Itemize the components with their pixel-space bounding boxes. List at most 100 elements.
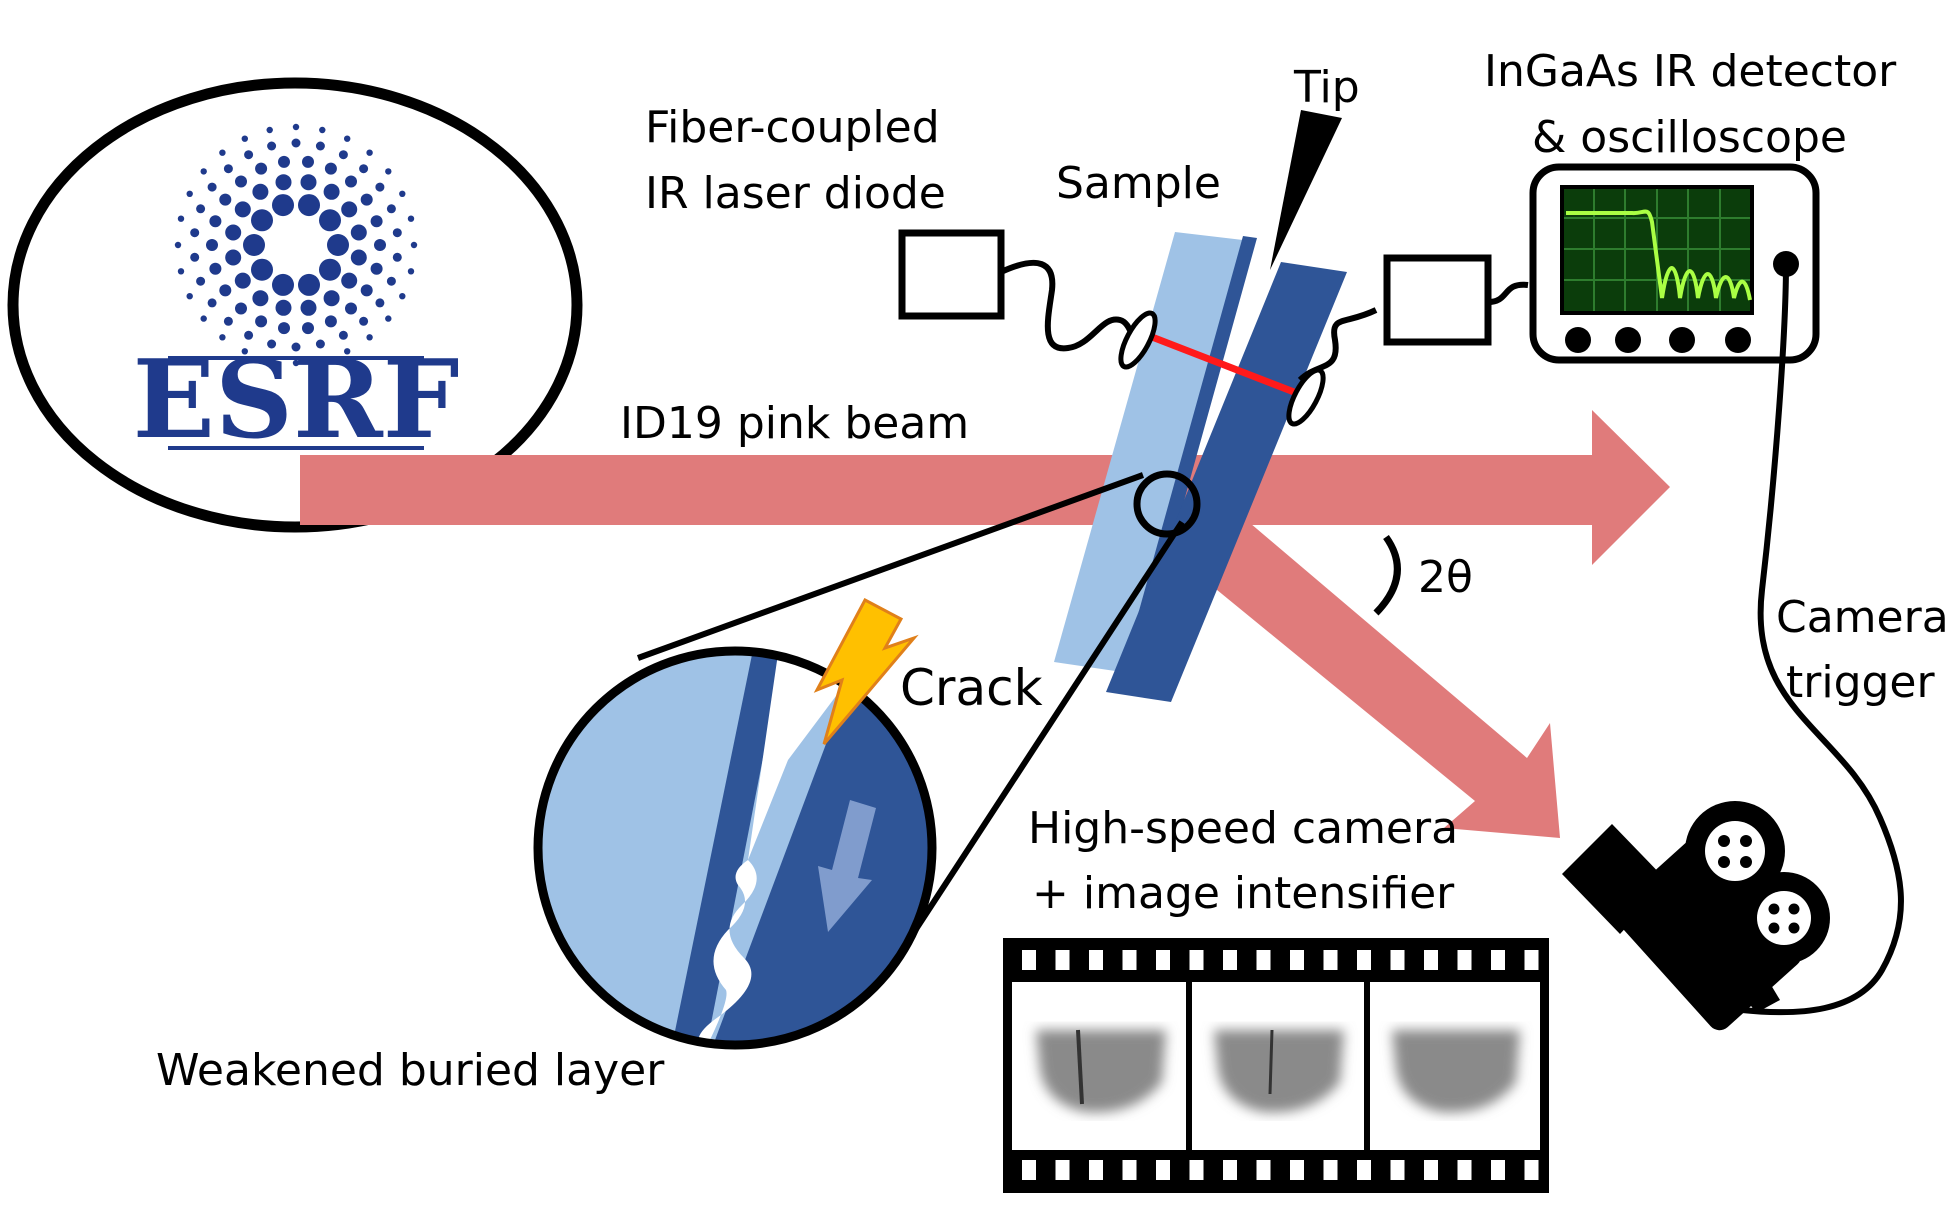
esrf-dot	[410, 241, 418, 249]
esrf-dot	[223, 316, 233, 326]
esrf-dot	[219, 193, 232, 206]
scope-knob-3[interactable]	[1669, 327, 1695, 353]
crack-opening	[748, 651, 878, 860]
esrf-dot	[338, 150, 348, 160]
esrf-dot	[375, 298, 385, 308]
esrf-dot	[374, 239, 386, 251]
film-sprocket-hole	[1223, 1160, 1237, 1180]
film-sprocket-hole	[1022, 950, 1036, 970]
laser-diode-box[interactable]	[898, 229, 1005, 320]
zoom-line-upper	[636, 472, 1145, 661]
film-frame-2-streak	[1268, 1029, 1274, 1095]
esrf-dot	[300, 174, 317, 191]
esrf-dot	[206, 239, 218, 251]
film-sprocket-hole	[1089, 950, 1103, 970]
zoom-line-lower	[885, 520, 1185, 974]
esrf-dot	[370, 262, 383, 275]
film-sprocket-hole	[1223, 950, 1237, 970]
film-sprocket-hole	[1290, 1160, 1304, 1180]
film-sprocket-hole	[1390, 950, 1405, 970]
esrf-dot	[323, 290, 340, 307]
film-sprocket-hole	[1357, 1160, 1371, 1180]
esrf-dot	[209, 215, 222, 228]
scope-knob-1[interactable]	[1565, 327, 1591, 353]
esrf-dot	[319, 126, 326, 134]
esrf-dot	[386, 204, 396, 214]
scope-knob-4[interactable]	[1725, 327, 1751, 353]
arrow-down-icon	[818, 800, 876, 932]
esrf-dot	[241, 348, 248, 355]
label-beam: ID19 pink beam	[620, 398, 969, 449]
label-crack: Crack	[900, 659, 1043, 717]
esrf-dot	[385, 168, 392, 175]
esrf-dot	[407, 268, 415, 275]
esrf-dot	[323, 183, 340, 200]
tip-icon	[1270, 110, 1342, 270]
esrf-dot	[234, 272, 251, 289]
two-theta-arc	[1373, 534, 1401, 616]
film-sprocket-hole	[1022, 1160, 1036, 1180]
film-sprocket-hole	[1524, 950, 1539, 970]
esrf-dot	[196, 276, 206, 286]
esrf-dot	[360, 193, 373, 206]
film-sprocket-hole	[1524, 1160, 1539, 1180]
esrf-dot	[186, 293, 193, 300]
film-sprocket-hole	[1290, 950, 1304, 970]
sample-light-layer	[1054, 232, 1243, 672]
esrf-dot	[366, 334, 373, 341]
esrf-dot	[219, 334, 226, 341]
esrf-dot	[190, 228, 200, 238]
detector-to-scope-cable	[1487, 281, 1529, 305]
film-sprocket-hole	[1189, 1160, 1204, 1180]
film-sprocket-hole	[1122, 1160, 1137, 1180]
film-sprocket-hole	[1089, 1160, 1103, 1180]
esrf-dot	[267, 141, 277, 151]
fiber-cable	[999, 259, 1152, 352]
esrf-dot	[344, 135, 351, 142]
fiber-collimator	[1118, 310, 1158, 370]
esrf-dot	[292, 123, 300, 131]
esrf-dot	[244, 330, 254, 340]
label-angle: 2θ	[1418, 552, 1473, 603]
lightning-bolt-icon	[813, 597, 919, 745]
film-sprocket-hole	[1457, 1160, 1472, 1180]
esrf-dot	[291, 138, 301, 148]
film-sprocket-hole	[1357, 950, 1371, 970]
esrf-dot	[407, 215, 415, 222]
labels: Fiber-coupled IR laser diode Tip Sample …	[156, 46, 1949, 1096]
esrf-dot	[302, 155, 314, 168]
detector-box[interactable]	[1383, 254, 1492, 346]
label-detector-line1: InGaAs IR detector	[1484, 46, 1897, 97]
film-frame-3-image	[1392, 1030, 1520, 1113]
esrf-dot	[200, 168, 207, 175]
movie-camera-icon[interactable]	[1562, 801, 1830, 1035]
esrf-dot	[315, 339, 325, 349]
film-sprocket-hole	[1390, 1160, 1405, 1180]
esrf-dot	[272, 194, 294, 217]
esrf-dot	[200, 315, 207, 322]
esrf-dot	[266, 126, 273, 134]
esrf-dot	[174, 241, 182, 249]
film-sprocket-hole	[1055, 950, 1070, 970]
esrf-dot	[177, 268, 185, 275]
esrf-dot	[255, 162, 268, 175]
esrf-dot	[359, 164, 369, 174]
esrf-dot	[338, 330, 348, 340]
film-frame-1-streak	[1076, 1029, 1084, 1105]
label-tip: Tip	[1293, 62, 1360, 113]
film-sprocket-hole	[1256, 950, 1271, 970]
esrf-dot	[350, 224, 367, 241]
oscilloscope-icon[interactable]	[1529, 163, 1820, 364]
esrf-dot	[319, 209, 341, 232]
film-sprocket-hole	[1122, 950, 1137, 970]
esrf-dot	[225, 249, 242, 266]
scope-knob-2[interactable]	[1615, 327, 1641, 353]
esrf-dot	[207, 298, 217, 308]
film-frame-1-image	[1036, 1030, 1166, 1113]
esrf-dot	[345, 302, 357, 315]
film-sprocket-hole	[1491, 950, 1505, 970]
esrf-dot	[225, 224, 242, 241]
esrf-dot	[278, 155, 290, 168]
film-sprocket-hole	[1491, 1160, 1505, 1180]
